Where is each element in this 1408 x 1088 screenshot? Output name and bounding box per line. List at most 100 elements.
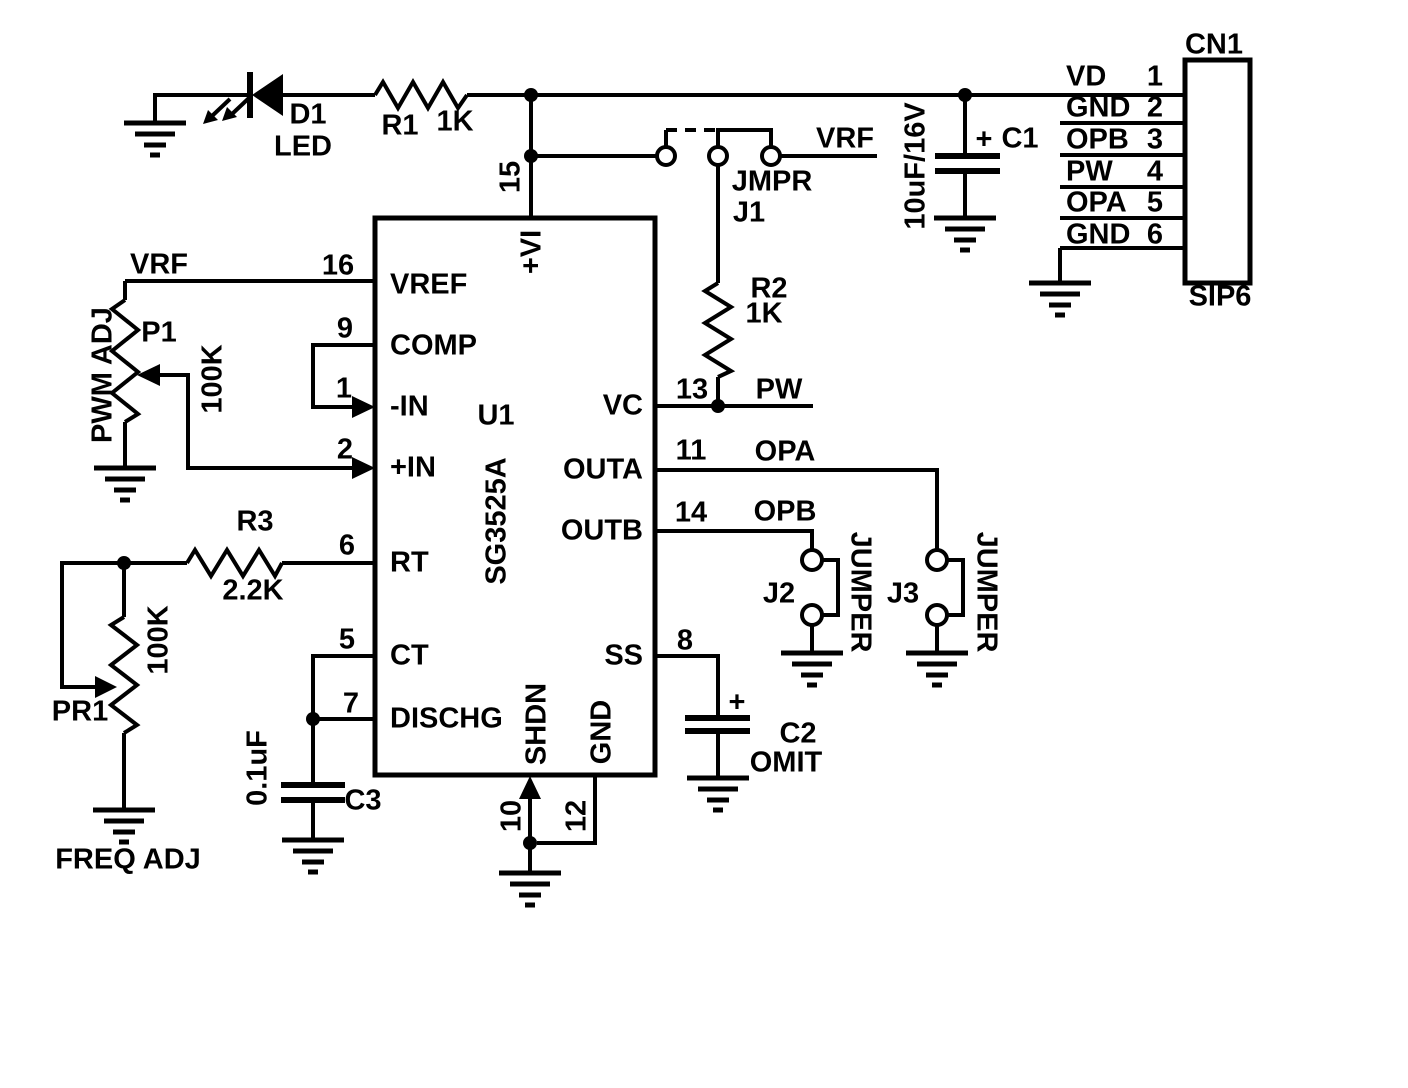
j3-ref-label: J3	[886, 577, 920, 610]
j1-label: JMPR	[731, 165, 813, 198]
u1-pin-shdn-name: SHDN	[520, 682, 553, 766]
c1-polarity-label: +	[975, 123, 993, 156]
j1-pad-1	[655, 145, 677, 167]
r1-ref-label: R1	[381, 109, 419, 142]
ground-symbol-p1	[94, 468, 156, 500]
junction-dot	[958, 88, 972, 102]
resistor-r3-symbol	[185, 546, 284, 581]
cn1-pin3-name: OPB	[1066, 123, 1129, 156]
arrow-plus-in	[352, 457, 375, 479]
j2-ref-label: J2	[762, 577, 796, 610]
ground-symbol-c3	[282, 840, 344, 872]
junction-dot	[306, 712, 320, 726]
cn1-pin5-name: OPA	[1066, 186, 1127, 219]
ground-symbol-j3	[906, 653, 968, 685]
arrow-p1-wiper	[137, 364, 160, 386]
resistor-r2-symbol	[701, 281, 736, 379]
cn1-pin2-num: 2	[1146, 91, 1164, 124]
cn1-pin3-num: 3	[1146, 123, 1164, 156]
pr1-value-label: 100K	[142, 605, 175, 675]
u1-pin5-num: 5	[338, 623, 356, 656]
ground-symbol-cn1	[1029, 283, 1091, 315]
net-vrf-left-label: VRF	[130, 248, 188, 281]
u1-pin7-num: 7	[342, 687, 360, 720]
junction-dot	[524, 149, 538, 163]
c2-note-label: OMIT	[749, 746, 823, 779]
pr1-function-label: FREQ ADJ	[55, 843, 201, 876]
c3-value-label: 0.1uF	[241, 730, 274, 806]
wire-j3-bracket	[947, 558, 965, 617]
arrow-shdn	[519, 776, 541, 799]
net-opb-label: OPB	[753, 495, 817, 528]
ground-symbol-j2	[781, 653, 843, 685]
u1-pin-vc-name: VC	[602, 389, 643, 422]
cn1-pin4-name: PW	[1066, 155, 1113, 188]
c2-polarity-label: +	[728, 686, 746, 719]
j2-label: JUMPER	[844, 531, 877, 653]
wire-j1-link	[716, 128, 773, 147]
u1-pin10-num: 10	[495, 799, 528, 833]
r2-value-label: 1K	[745, 297, 783, 330]
wire-segments	[60, 93, 1185, 873]
junction-dot	[711, 399, 725, 413]
c3-ref-label: C3	[344, 784, 382, 817]
u1-pin9-num: 9	[336, 312, 354, 345]
u1-pin13-num: 13	[675, 373, 709, 406]
wire-outb	[655, 529, 814, 550]
arrow-minus-in	[352, 396, 375, 418]
led-light-arrowhead-1	[203, 110, 218, 124]
u1-part-label: SG3525A	[480, 457, 513, 585]
j2-pad-2	[800, 603, 824, 627]
c2-ref-label: C2	[779, 717, 817, 750]
ground-symbol-u1	[499, 873, 561, 905]
wire-outa	[655, 468, 939, 550]
u1-pin-minus-in-name: -IN	[390, 390, 429, 423]
net-pw-label: PW	[755, 373, 803, 406]
ground-symbol-d1	[124, 123, 186, 155]
u1-pin15-num: 15	[494, 160, 527, 194]
cn1-pin4-num: 4	[1146, 155, 1164, 188]
j3-pad-1	[925, 548, 949, 572]
u1-ref-label: U1	[477, 399, 515, 432]
ground-symbol-pr1	[93, 810, 155, 842]
wire-ct-loop	[311, 654, 375, 719]
cn1-type-label: SIP6	[1188, 280, 1252, 313]
resistor-r1-symbol	[373, 77, 469, 113]
u1-pin14-num: 14	[674, 496, 708, 529]
cn1-pin6-name: GND	[1066, 218, 1131, 251]
r3-ref-label: R3	[236, 505, 274, 538]
j1-ref-label: J1	[732, 196, 766, 229]
u1-pin6-num: 6	[338, 529, 356, 562]
c1-ref-label: C1	[1001, 122, 1039, 155]
wire-p1-wiper	[159, 373, 353, 470]
p1-function-label: PWM ADJ	[86, 307, 119, 443]
d1-ref-label: D1	[289, 98, 327, 131]
net-opa-label: OPA	[754, 435, 816, 468]
junction-dot	[117, 556, 131, 570]
led-d1-symbol	[203, 72, 283, 124]
j1-pad-3	[760, 145, 782, 167]
junction-dot	[524, 88, 538, 102]
j3-pad-2	[925, 603, 949, 627]
u1-pin12-num: 12	[560, 799, 593, 833]
cn1-pin1-num: 1	[1146, 60, 1164, 93]
u1-pin-plus-in-name: +IN	[390, 451, 436, 484]
u1-pin-vi-name: +VI	[515, 229, 548, 275]
u1-pin11-num: 11	[675, 434, 707, 467]
wire-ss	[655, 654, 720, 715]
cn1-pin5-num: 5	[1146, 186, 1164, 219]
r1-value-label: 1K	[436, 105, 474, 138]
connector-cn1-body	[1182, 57, 1253, 286]
ground-symbol-c2	[687, 778, 749, 810]
junction-dot	[523, 836, 537, 850]
u1-pin-comp-name: COMP	[390, 329, 477, 362]
wire-d1-gnd	[153, 93, 250, 123]
potentiometer-pr1-symbol	[107, 615, 141, 735]
j1-pad-2	[707, 145, 729, 167]
p1-value-label: 100K	[196, 344, 229, 414]
u1-pin-ss-name: SS	[604, 639, 643, 672]
u1-pin-ct-name: CT	[390, 639, 429, 672]
u1-pin-outb-name: OUTB	[560, 514, 643, 547]
r2-ref-label: R2	[750, 272, 788, 305]
